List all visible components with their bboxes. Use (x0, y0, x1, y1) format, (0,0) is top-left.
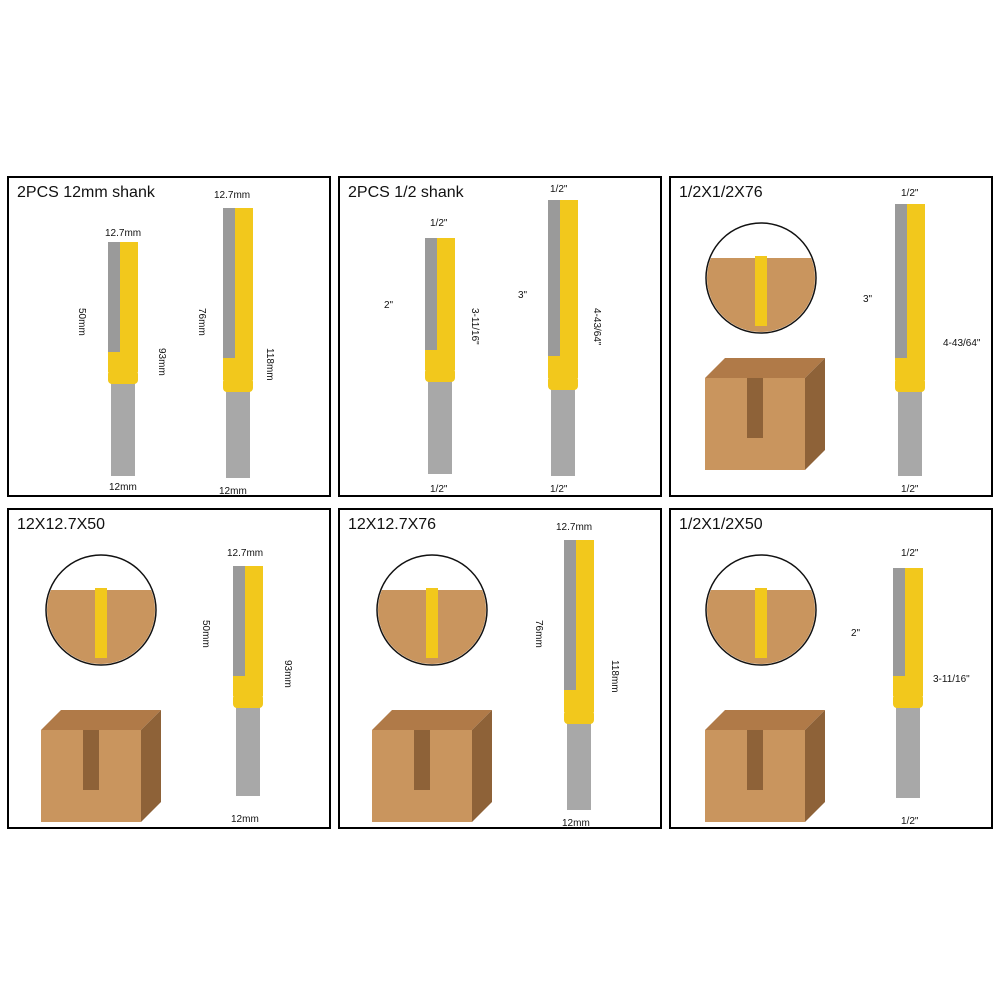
panel-2pcs-12mm: 2PCS 12mm shank 12.7mm 12.7mm 12mm 12mm … (7, 176, 331, 497)
dim-cut: 2" (851, 628, 861, 639)
dim-total-a: 3-11/16" (469, 308, 480, 345)
dim-total: 118mm (609, 660, 620, 693)
router-bit (233, 566, 263, 796)
dim-bottom-b: 1/2" (550, 484, 568, 495)
panel-12x12.7x76: 12X12.7X76 12.7mm 12mm 76mm 118mm (338, 508, 662, 829)
dim-bottom: 1/2" (901, 484, 919, 495)
panel-title: 12X12.7X50 (17, 516, 106, 533)
wood-block (41, 710, 161, 822)
dim-top: 12.7mm (556, 522, 592, 533)
dim-cut: 3" (863, 294, 873, 305)
bit-flute (223, 208, 235, 358)
dim-bottom: 12mm (562, 818, 590, 827)
panel-title: 1/2X1/2X50 (679, 516, 763, 533)
wood-block (372, 710, 492, 822)
router-bit-short (425, 238, 455, 474)
bit-collar (223, 378, 253, 392)
dim-top: 1/2" (901, 548, 919, 559)
panel-2pcs-half-shank: 2PCS 1/2 shank 1/2" 1/2" 1/2" 1/2" 2" 3-… (338, 176, 662, 497)
dim-top: 1/2" (901, 188, 919, 199)
cut-detail-circle (705, 554, 817, 666)
dim-top-b: 12.7mm (214, 190, 250, 201)
bit-illustration: 1/2" 1/2" 3" 4-43/64" (705, 188, 981, 495)
dim-bottom-a: 12mm (109, 482, 137, 493)
dim-total-b: 4-43/64" (591, 308, 602, 346)
cut-detail-circle (705, 222, 817, 334)
bit-flute (108, 242, 120, 352)
dim-top-a: 1/2" (430, 218, 448, 229)
dim-top-b: 1/2" (550, 184, 568, 195)
panel-title: 12X12.7X76 (348, 516, 437, 533)
bit-collar (108, 370, 138, 384)
bits-illustration: 12.7mm 12.7mm 12mm 12mm 50mm 93mm 76mm 1… (76, 190, 275, 495)
dim-bottom: 12mm (231, 814, 259, 825)
panel-12x12.7x50: 12X12.7X50 12.7mm 12mm 50mm 93mm (7, 508, 331, 829)
dim-total-b: 118mm (264, 348, 275, 381)
panel-title: 2PCS 1/2 shank (348, 184, 464, 201)
dim-cut-b: 3" (518, 290, 528, 301)
panel-title: 1/2X1/2X76 (679, 184, 763, 201)
bit-illustration: 12.7mm 12mm 50mm 93mm (41, 548, 293, 825)
dim-total-a: 93mm (156, 348, 167, 376)
router-bit (564, 540, 594, 810)
dim-cut: 76mm (533, 620, 544, 648)
bits-illustration: 1/2" 1/2" 1/2" 1/2" 2" 3-11/16" 3" 4-43/… (384, 184, 602, 495)
dim-bottom-a: 1/2" (430, 484, 448, 495)
bit-shank (226, 390, 250, 478)
panel-half-x-half-76: 1/2X1/2X76 1/2" 1/2" 3" 4-43/64" (669, 176, 993, 497)
panel-title: 2PCS 12mm shank (17, 184, 155, 201)
dim-cut-a: 2" (384, 300, 394, 311)
bit-illustration: 12.7mm 12mm 76mm 118mm (372, 522, 620, 827)
bit-shank (111, 382, 135, 476)
dim-bottom-b: 12mm (219, 486, 247, 495)
dim-top: 12.7mm (227, 548, 263, 559)
router-bit (893, 568, 923, 798)
bit-illustration: 1/2" 1/2" 2" 3-11/16" (705, 548, 970, 827)
cut-detail-circle (45, 554, 157, 666)
dim-cut: 50mm (200, 620, 211, 648)
router-bit-long (548, 200, 578, 476)
wood-block (705, 358, 825, 470)
panel-half-x-half-50: 1/2X1/2X50 1/2" 1/2" 2" 3-11/16" (669, 508, 993, 829)
dim-bottom: 1/2" (901, 816, 919, 827)
router-bit-long (223, 208, 253, 478)
cut-detail-circle (376, 554, 488, 666)
router-bit (895, 204, 925, 476)
dim-cut-a: 50mm (76, 308, 87, 336)
dim-total: 3-11/16" (933, 674, 970, 685)
dim-total: 4-43/64" (943, 338, 981, 349)
dim-cut-b: 76mm (196, 308, 207, 336)
dim-total: 93mm (282, 660, 293, 688)
dim-top-a: 12.7mm (105, 228, 141, 239)
router-bit-short (108, 242, 138, 476)
wood-block (705, 710, 825, 822)
